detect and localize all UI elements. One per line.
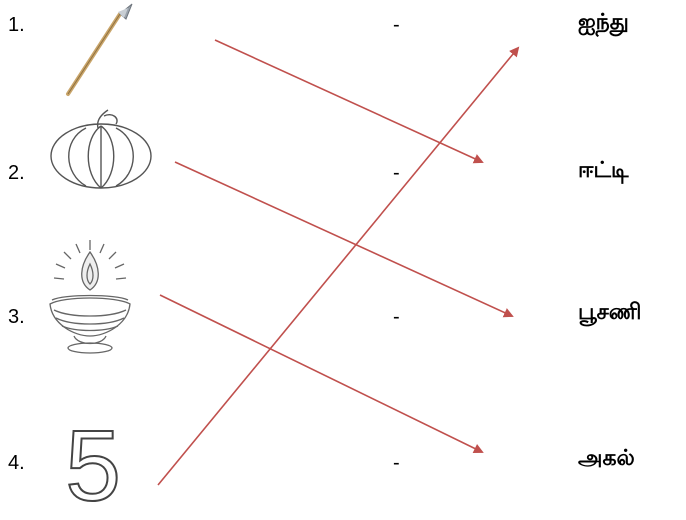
arrow-pumpkin-to-poosani xyxy=(175,162,512,316)
arrow-five-to-aindhu xyxy=(158,48,518,485)
arrow-spear-to-eetti xyxy=(215,40,482,162)
arrow-lamp-to-agal xyxy=(160,295,482,452)
